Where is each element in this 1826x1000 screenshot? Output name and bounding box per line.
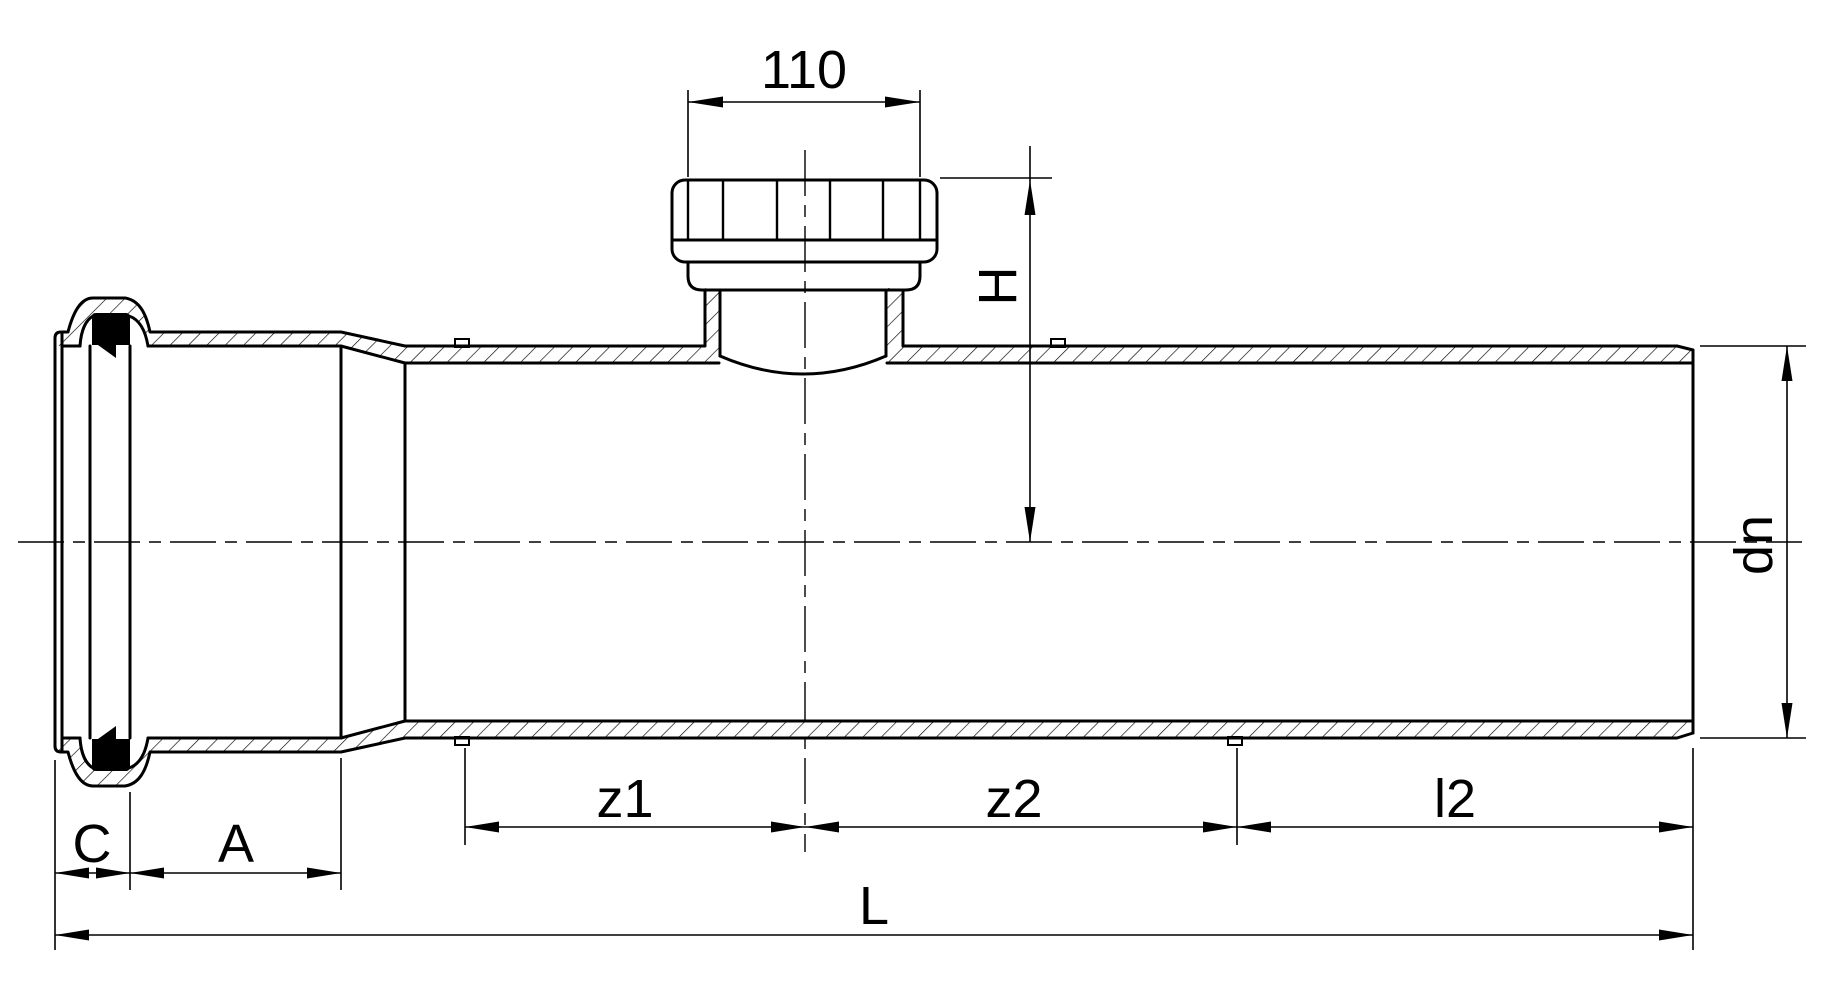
cap-knurl-lines [686,179,922,242]
socket-wall-top [55,298,341,346]
dim-dn-label: dn [1724,515,1784,575]
dim-110: 110 [687,40,921,177]
dim-z1-arrow-left [465,821,499,833]
pipe-wall-top-right [886,288,1693,363]
dim-H-label: H [968,267,1028,306]
dim-H: H [940,146,1052,542]
pipe-wall-bottom [405,721,1693,738]
taper-wall-bottom [341,721,405,752]
dim-C: C [54,760,131,950]
dim-l2-arrow-right [1659,821,1693,833]
dim-z1-label: z1 [596,769,653,829]
cap-collar [686,260,922,292]
dim-A-label: A [218,814,254,874]
outer-profile-top [59,288,707,348]
dim-z1-arrow-right [771,821,805,833]
dim-l2-arrow-left [1237,821,1271,833]
dim-110-arrow-right [885,96,920,108]
dim-L-label: L [859,876,889,936]
dim-l2: l2 [1237,748,1694,950]
dim-L-arrow-right [1659,929,1693,941]
dim-z2-arrow-right [1203,821,1237,833]
body-outlines [53,288,1695,788]
dim-z2-arrow-left [805,821,839,833]
taper-wall-top [341,332,405,363]
dim-A-arrow-left [130,867,164,879]
branch-opening-saddle [718,354,888,376]
dim-L-arrow-left [55,929,89,941]
dim-H-arrow-bottom [1024,507,1036,542]
cap-body [670,178,939,264]
dim-110-extension-lines [687,90,921,177]
dim-dn-arrow-top [1781,346,1793,381]
pipe-wall-top-left [405,288,720,363]
dim-110-label: 110 [761,40,847,100]
dim-dn: dn [1700,345,1806,739]
dim-A: A [130,758,342,890]
gasket-seal-top [92,313,130,358]
socket-interior-lines [88,344,407,740]
dim-C-arrow-left [55,867,89,879]
dim-z2-label: z2 [985,769,1042,829]
dim-H-arrow-top [1024,180,1036,215]
dim-l2-label: l2 [1434,769,1476,829]
dim-C-label: C [73,814,112,874]
branch-neck-walls [718,288,888,358]
socket-left-face [53,330,63,754]
dim-A-arrow-right [307,867,341,879]
dim-z2: z2 [805,748,1238,845]
screw-cap [670,178,939,292]
dim-z1: z1 [464,748,805,845]
inner-profile-bottom [60,719,1695,740]
outer-profile-bottom [59,731,1695,788]
outer-profile-top-right [901,288,1695,352]
dim-L: L [55,876,1693,941]
dim-C-arrow-right [96,867,130,879]
wall-cross-sections [55,288,1693,786]
dim-dn-extension-lines [1700,345,1806,739]
inner-profile-top [60,344,1695,365]
socket-wall-bottom [55,738,341,786]
gasket-seal-bottom [92,726,130,771]
dim-110-arrow-left [688,96,723,108]
dim-dn-arrow-bottom [1781,703,1793,738]
